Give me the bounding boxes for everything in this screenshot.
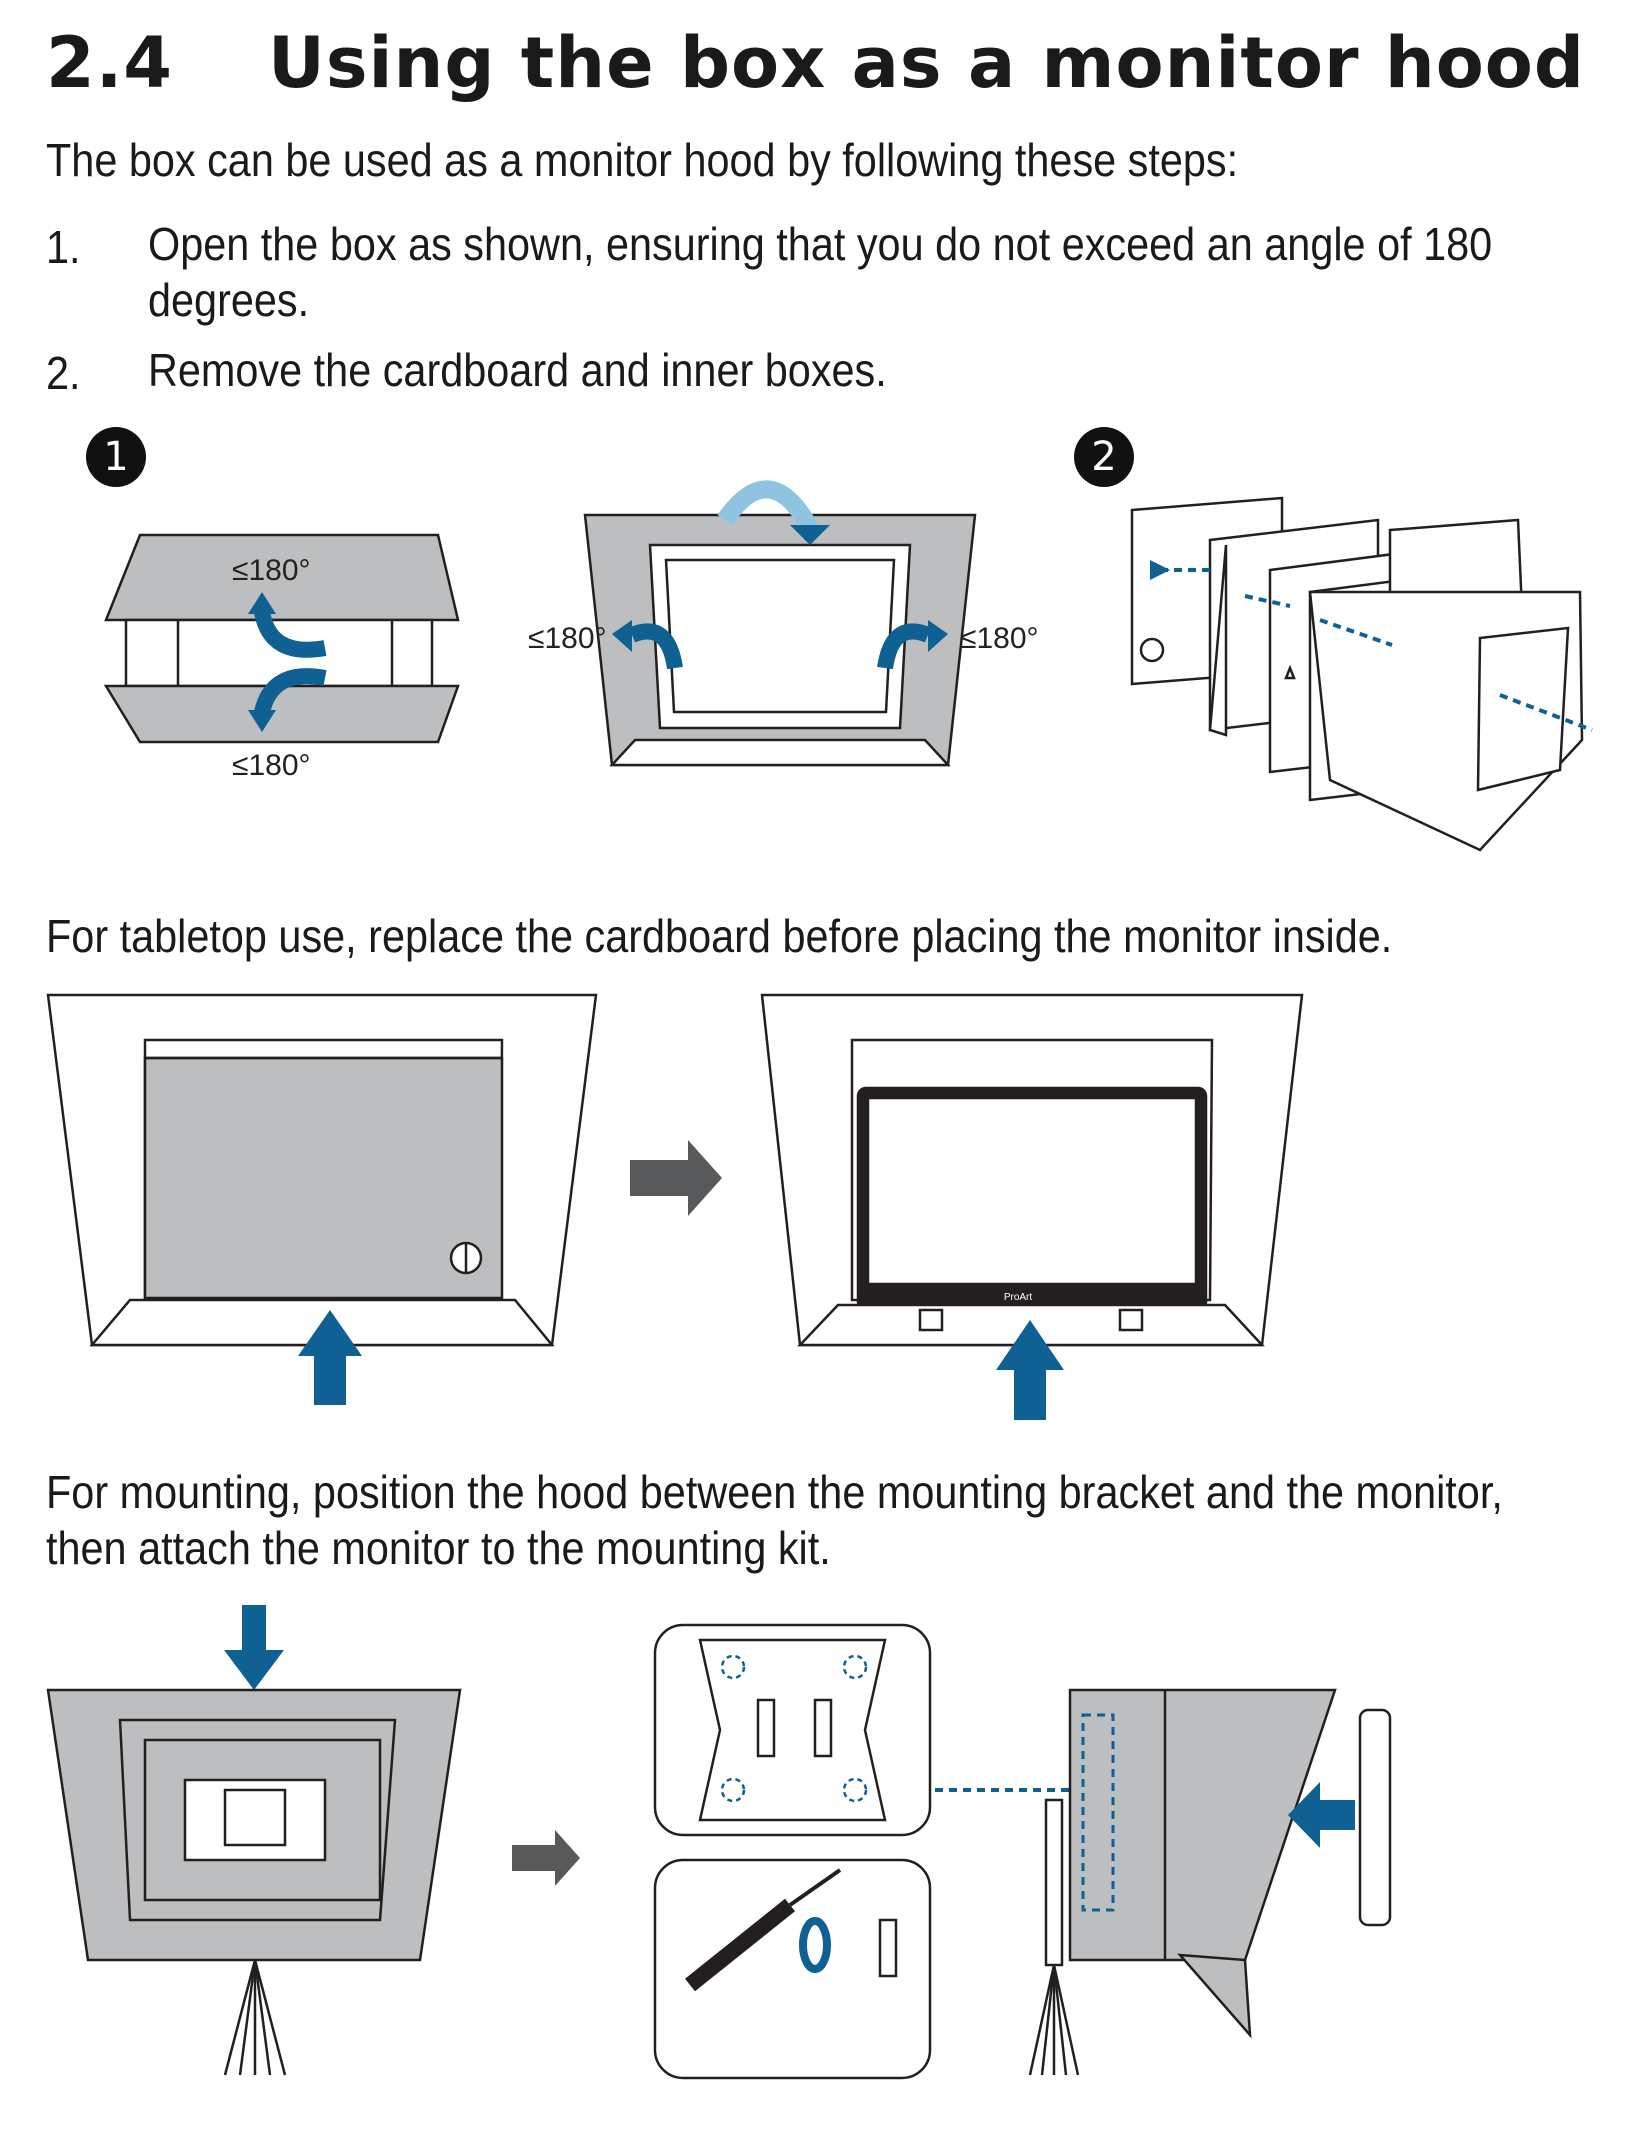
step-1-text: Open the box as shown, ensuring that you… <box>148 218 1493 270</box>
up-arrow-1 <box>298 1310 362 1405</box>
down-arrow <box>224 1605 284 1690</box>
step-1-text-cont: degrees. <box>148 274 310 326</box>
mounting-instructions: For mounting, position the hood between … <box>46 1466 1503 1518</box>
angle-label-bottom: ≤180° <box>232 749 311 782</box>
fig-open-box-flaps <box>103 533 460 744</box>
mounting-instructions-cont: then attach the monitor to the mounting … <box>46 1522 831 1574</box>
fig-mount-side-view <box>1028 1688 1392 2076</box>
step-1-number: 1. <box>46 221 81 273</box>
fig-mount-bracket-detail <box>653 1623 932 2080</box>
step-badge-2: 2 <box>1074 427 1134 487</box>
step-badge-1: 1 <box>86 427 146 487</box>
monitor-logo: ProArt <box>1004 1292 1033 1303</box>
step-2-number: 2. <box>46 347 81 399</box>
up-arrow-2 <box>996 1320 1064 1420</box>
fig-tabletop-cardboard <box>46 993 598 1347</box>
fig-tabletop-monitor <box>760 993 1304 1347</box>
fig-remove-inner-boxes <box>1130 496 1593 852</box>
step-2-text: Remove the cardboard and inner boxes. <box>148 344 887 396</box>
angle-label-top: ≤180° <box>232 554 311 587</box>
intro-text: The box can be used as a monitor hood by… <box>46 134 1239 186</box>
fig-hood-top-view <box>583 480 977 767</box>
fig-mount-hood-front <box>46 1688 462 2076</box>
tabletop-instructions: For tabletop use, replace the cardboard … <box>46 910 1393 962</box>
left-arrow <box>1288 1782 1355 1848</box>
angle-label-right: ≤180° <box>960 622 1039 655</box>
section-title: Using the box as a monitor hood <box>268 22 1585 104</box>
angle-label-left: ≤180° <box>528 622 607 655</box>
section-number: 2.4 <box>46 22 174 104</box>
section-heading: 2.4 Using the box as a monitor hood <box>46 22 1585 104</box>
next-arrow-2 <box>512 1830 580 1886</box>
next-arrow-1 <box>630 1140 722 1216</box>
